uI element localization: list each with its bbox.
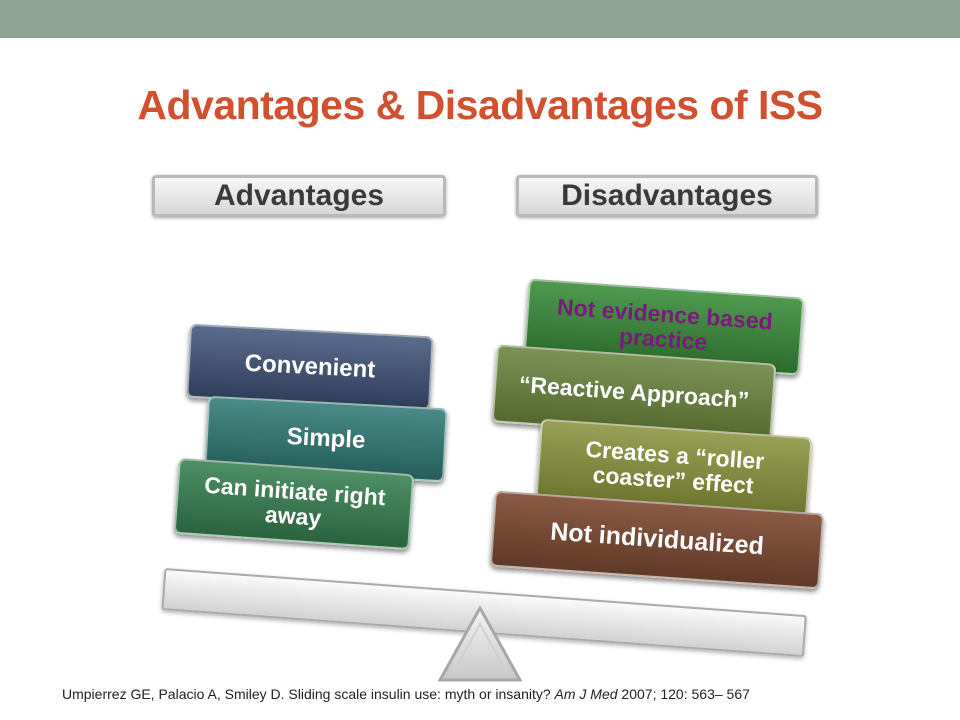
fulcrum-triangle	[438, 606, 522, 682]
slide-title: Advantages & Disadvantages of ISS	[137, 82, 823, 128]
citation: Umpierrez GE, Palacio A, Smiley D. Slidi…	[62, 686, 750, 702]
disadvantages-header: Disadvantages	[516, 175, 818, 217]
citation-details: 2007; 120: 563– 567	[617, 686, 750, 702]
citation-authors: Umpierrez GE, Palacio A, Smiley D. Slidi…	[62, 686, 555, 702]
citation-journal: Am J Med	[554, 686, 618, 702]
advantages-header: Advantages	[152, 175, 446, 217]
top-accent-bar	[0, 0, 960, 38]
advantage-block-can-initiate: Can initiate right away	[173, 457, 415, 551]
